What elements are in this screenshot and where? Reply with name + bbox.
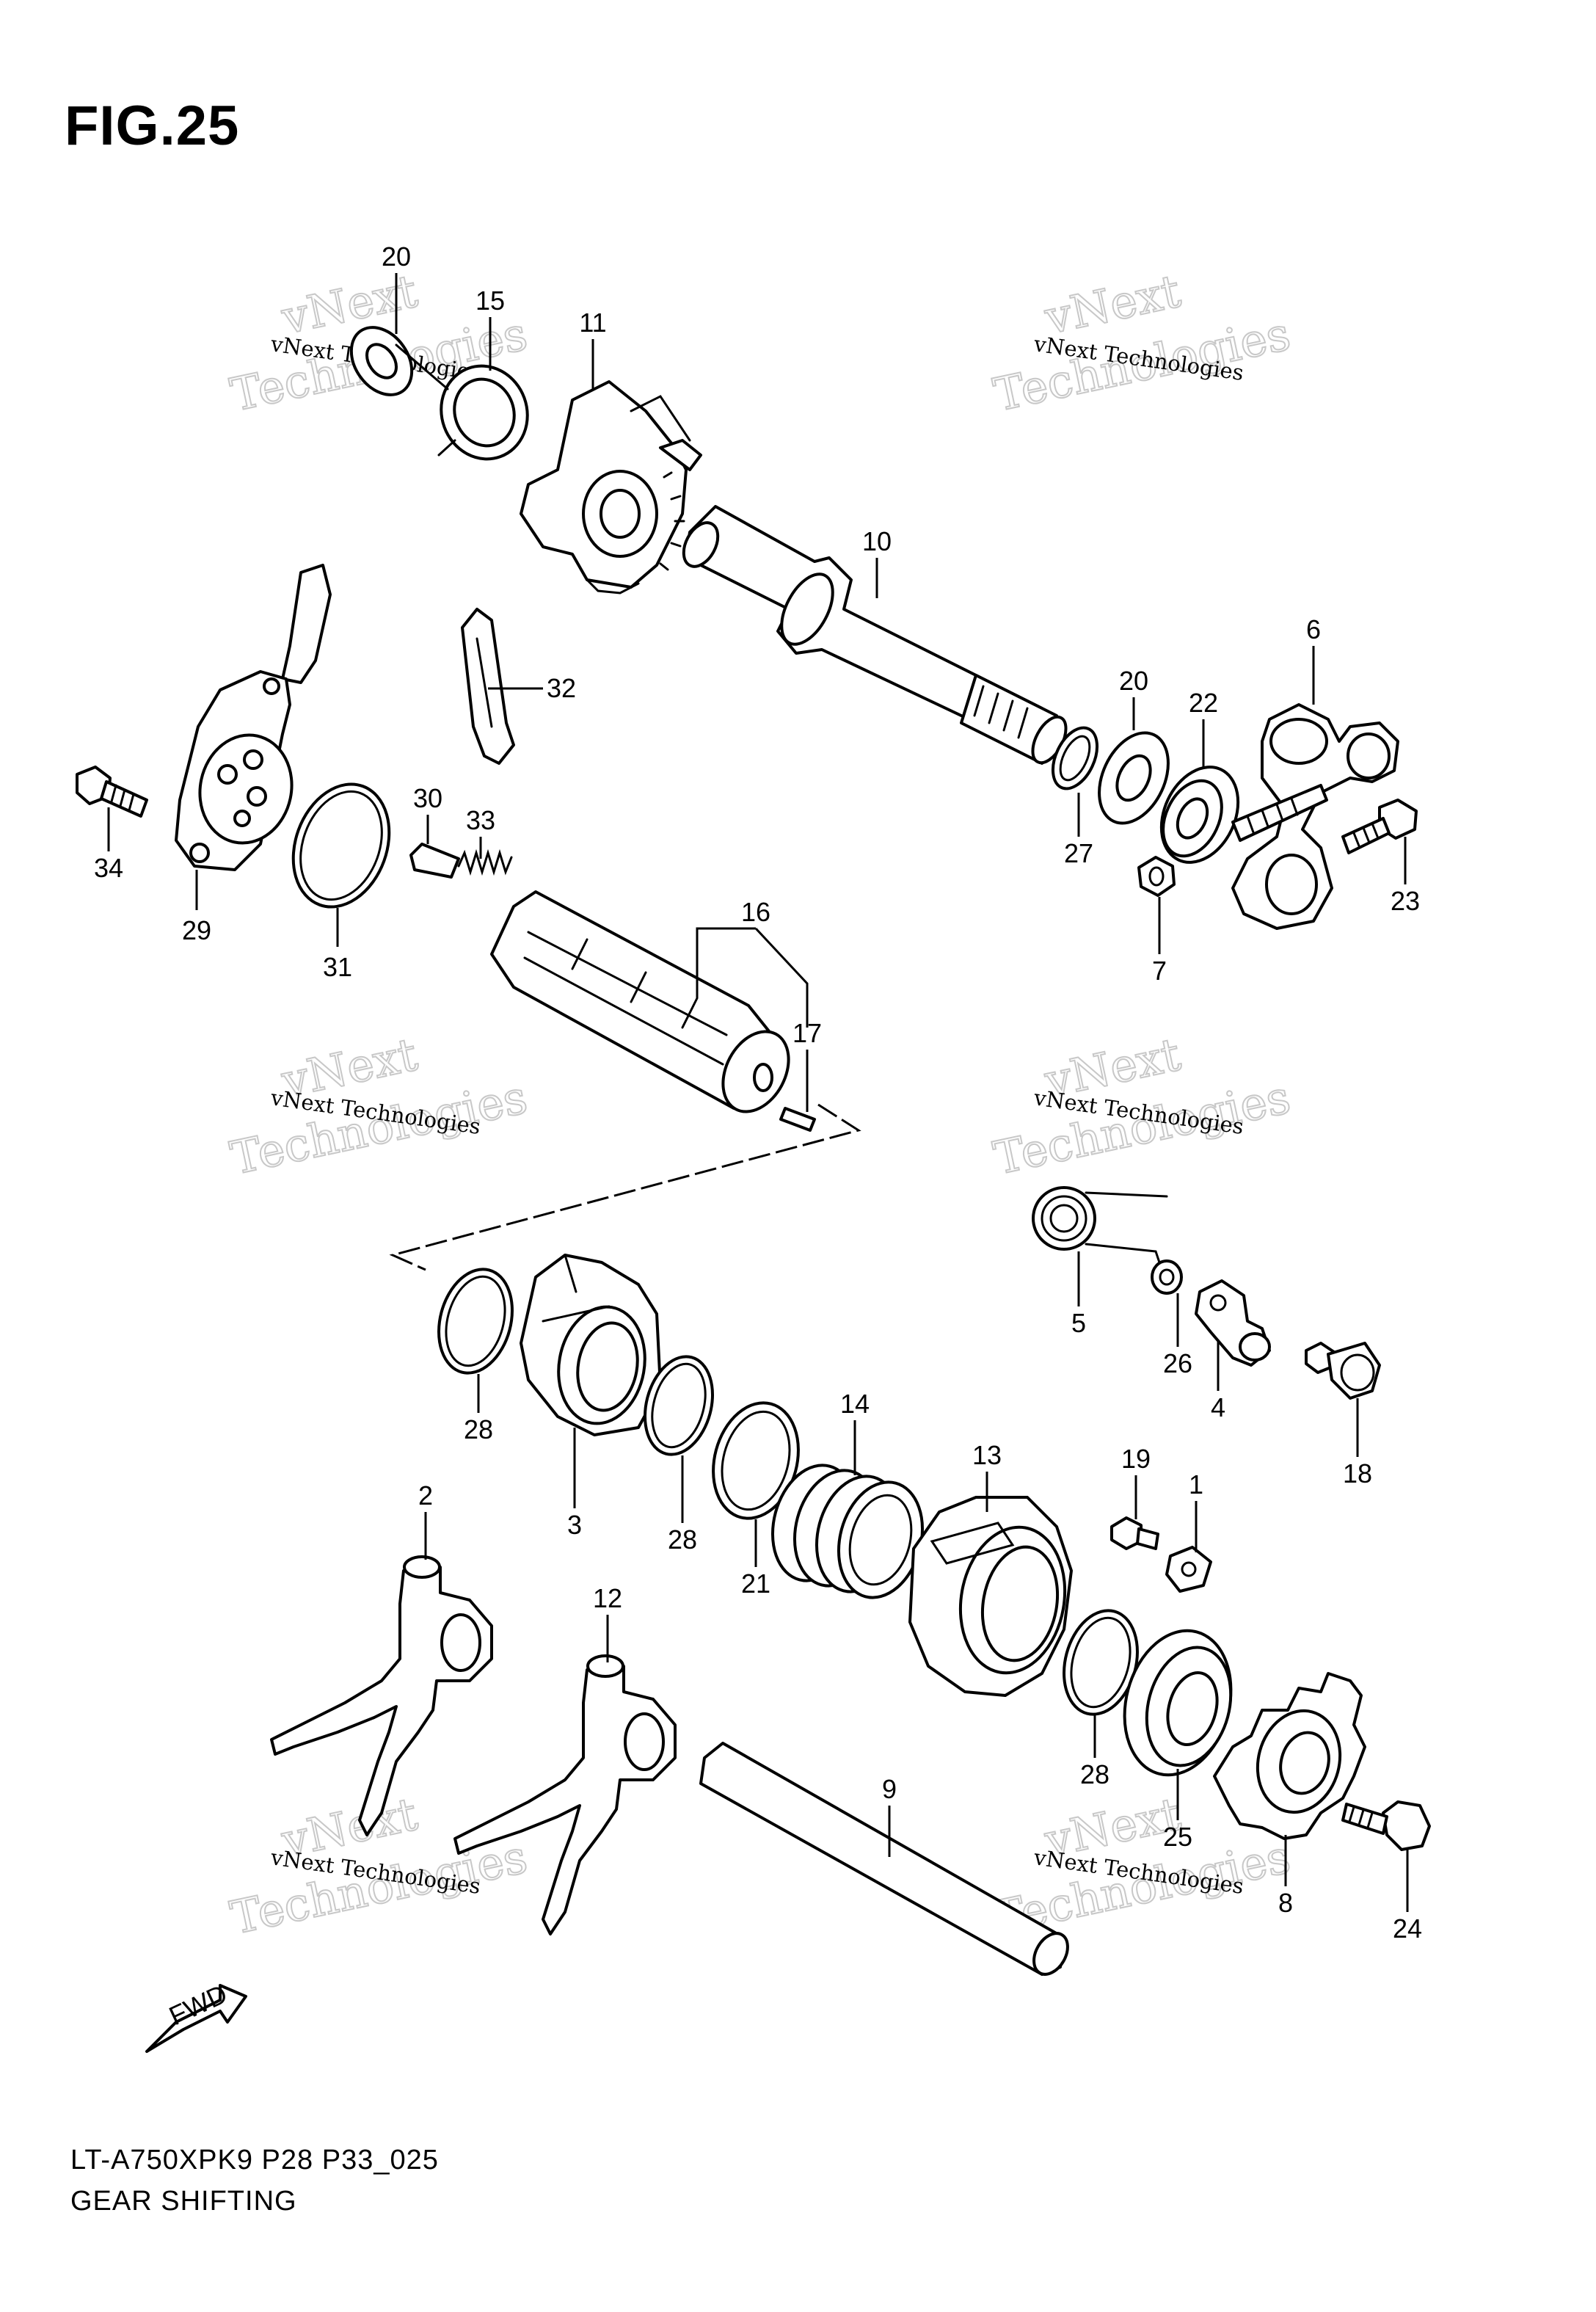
figure-title: FIG.25 — [65, 95, 240, 157]
part-washer-stopper — [1151, 1259, 1183, 1295]
callout-18: 18 — [1343, 1458, 1372, 1488]
part-oil-seal — [1159, 766, 1240, 864]
callout-21: 21 — [741, 1568, 770, 1599]
part-bolt-arm — [1341, 799, 1418, 854]
part-stopper-spring — [1032, 1186, 1168, 1264]
callout-13: 13 — [972, 1440, 1002, 1470]
part-contact-spring — [457, 848, 513, 876]
callout-17: 17 — [792, 1018, 822, 1048]
footer-model-code: LT-A750XPK9 P28 P33_025 — [70, 2145, 439, 2175]
callout-19: 19 — [1121, 1444, 1151, 1474]
part-clamp — [461, 608, 515, 765]
alignment-line — [389, 1103, 861, 1271]
callout-20: 20 — [382, 241, 411, 272]
callout-5: 5 — [1071, 1308, 1086, 1338]
callout-9: 9 — [882, 1774, 897, 1804]
callout-27: 27 — [1064, 838, 1093, 868]
part-circlip-left — [437, 1268, 514, 1375]
callout-11: 11 — [579, 308, 606, 338]
part-o-ring — [291, 782, 391, 909]
part-shift-fork-2 — [453, 1654, 677, 1935]
part-fork-shaft — [699, 1742, 1069, 1976]
part-switch-contact — [409, 843, 460, 879]
part-washer-shaft — [1098, 731, 1170, 825]
part-gear-position-cover — [175, 564, 332, 871]
watermark-mid-right: vNext Technologies vNext Technologies — [988, 1027, 1296, 1186]
part-circlip-shaft — [1051, 726, 1099, 790]
callout-31: 31 — [323, 952, 352, 982]
part-bolt-cover — [76, 766, 148, 818]
part-screw — [1110, 1516, 1159, 1550]
part-gearshift-arm — [1231, 703, 1399, 930]
callout-26: 26 — [1163, 1348, 1192, 1378]
part-shim — [712, 1401, 800, 1520]
part-cam-spring — [770, 1464, 925, 1599]
part-gear-shift-cam — [490, 890, 790, 1113]
part-gearshift-shaft — [682, 505, 1068, 765]
part-bolt-gear — [1341, 1800, 1431, 1851]
callout-28a: 28 — [464, 1414, 493, 1444]
callout-22: 22 — [1189, 688, 1218, 718]
leader-lines — [107, 273, 1409, 1912]
callout-4: 4 — [1211, 1392, 1225, 1422]
callout-15: 15 — [475, 286, 505, 316]
callout-8: 8 — [1278, 1888, 1293, 1918]
part-nut — [1137, 856, 1176, 897]
callout-28b: 28 — [668, 1524, 697, 1555]
callout-14: 14 — [840, 1389, 870, 1419]
callout-25: 25 — [1163, 1822, 1192, 1852]
watermark-top-right: vNext Technologies vNext Technologies — [988, 263, 1296, 423]
callout-3: 3 — [567, 1510, 582, 1540]
callout-12: 12 — [593, 1583, 622, 1613]
part-circlip-middle — [643, 1355, 715, 1456]
callout-16: 16 — [741, 897, 770, 927]
watermark-mid-left: vNext Technologies vNext Technologies — [225, 1027, 533, 1186]
callout-30: 30 — [413, 783, 442, 813]
part-shift-cam-gear — [1213, 1672, 1366, 1840]
callout-32: 32 — [547, 673, 576, 703]
callout-7: 7 — [1152, 956, 1167, 986]
callout-1: 1 — [1189, 1469, 1203, 1499]
callout-2: 2 — [418, 1480, 433, 1511]
part-shift-fork-1 — [270, 1555, 493, 1836]
callout-29: 29 — [182, 915, 211, 945]
part-cam-housing — [908, 1496, 1073, 1697]
footer-section-name: GEAR SHIFTING — [70, 2186, 297, 2217]
callout-20b: 20 — [1119, 666, 1148, 696]
callout-6: 6 — [1306, 614, 1321, 644]
part-shift-arm-gear — [520, 380, 702, 595]
part-bolt-stopper — [1305, 1342, 1381, 1400]
callout-24: 24 — [1393, 1913, 1422, 1944]
callout-34: 34 — [94, 853, 123, 883]
part-bearing — [1123, 1629, 1233, 1777]
part-washer-small — [1165, 1546, 1212, 1593]
part-return-spring — [395, 343, 529, 461]
part-cam-bearing — [520, 1254, 662, 1436]
callout-33: 33 — [466, 805, 495, 835]
callout-28c: 28 — [1080, 1759, 1109, 1789]
callout-23: 23 — [1391, 886, 1420, 916]
part-cam-stopper — [1195, 1279, 1271, 1367]
part-cam-pin — [779, 1107, 816, 1132]
callout-10: 10 — [862, 526, 892, 556]
callout-labels: 20 15 11 10 6 20 22 32 34 29 31 30 33 27… — [94, 241, 1422, 1944]
fwd-arrow-icon: FWD — [145, 1978, 247, 2053]
